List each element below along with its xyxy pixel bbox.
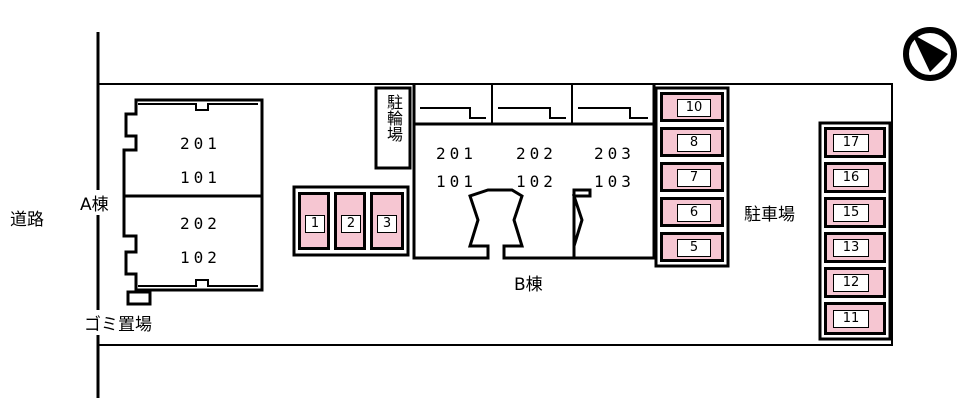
slot-number: 1 — [305, 215, 325, 233]
parking-label: 駐車場 — [744, 205, 795, 225]
road-label: 道路 — [10, 210, 44, 230]
unit-a-202: 202 — [180, 214, 221, 233]
slot-number: 13 — [833, 239, 869, 257]
right-lot-frame — [818, 121, 892, 341]
bike-parking-box — [374, 86, 412, 170]
building-b-outline — [412, 84, 656, 260]
small-lot-frame — [292, 185, 410, 257]
site-boundary — [98, 83, 893, 346]
parking-slot: 5 — [660, 232, 724, 262]
parking-slot: 8 — [660, 127, 724, 157]
slot-number: 6 — [677, 204, 711, 222]
parking-slot: 6 — [660, 197, 724, 227]
parking-slot: 12 — [824, 267, 886, 298]
building-a-outline — [122, 98, 264, 292]
building-a-label: A棟 — [80, 190, 109, 215]
unit-a-201: 201 — [180, 134, 221, 153]
parking-slot: 13 — [824, 232, 886, 263]
slot-number: 5 — [677, 239, 711, 257]
slot-number: 2 — [341, 215, 361, 233]
unit-a-101: 101 — [180, 168, 221, 187]
unit-a-102: 102 — [180, 248, 221, 267]
unit-b-102: 102 — [516, 172, 557, 191]
unit-b-101: 101 — [436, 172, 477, 191]
slot-number: 8 — [677, 134, 711, 152]
building-b-label: B棟 — [514, 275, 543, 295]
parking-slot: 1 — [298, 192, 330, 250]
slot-number: 15 — [833, 204, 869, 222]
slot-number: 12 — [833, 274, 869, 292]
unit-b-202: 202 — [516, 144, 557, 163]
slot-number: 16 — [833, 169, 869, 187]
slot-number: 3 — [377, 215, 397, 233]
middle-lot-frame — [654, 86, 730, 268]
parking-slot: 2 — [334, 192, 366, 250]
parking-slot: 10 — [660, 92, 724, 122]
parking-slot: 16 — [824, 162, 886, 193]
garbage-box — [126, 290, 152, 306]
slot-number: 10 — [677, 99, 711, 117]
unit-b-103: 103 — [594, 172, 635, 191]
unit-b-203: 203 — [594, 144, 635, 163]
slot-number: 11 — [833, 310, 869, 328]
garbage-label: ゴミ置場 — [84, 310, 152, 335]
slot-number: 7 — [677, 169, 711, 187]
parking-slot: 17 — [824, 127, 886, 158]
parking-slot: 7 — [660, 162, 724, 192]
bike-parking-label: 駐輪場 — [384, 94, 403, 142]
parking-slot: 11 — [824, 302, 886, 335]
parking-slot: 3 — [370, 192, 404, 250]
slot-number: 17 — [833, 134, 869, 152]
unit-b-201: 201 — [436, 144, 477, 163]
parking-slot: 15 — [824, 197, 886, 228]
north-arrow-icon — [903, 27, 957, 81]
